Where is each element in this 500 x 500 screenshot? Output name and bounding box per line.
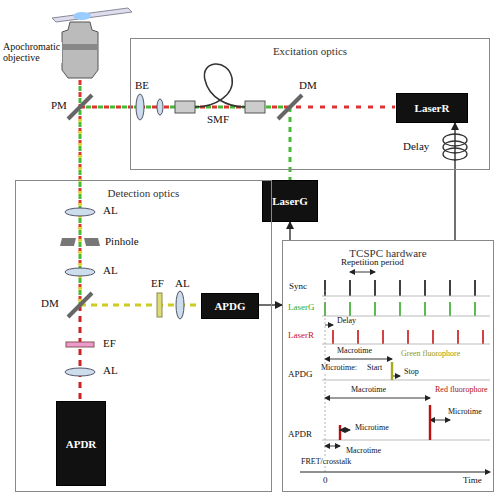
timing-label: Time	[462, 476, 483, 485]
pulse-mark	[457, 330, 459, 344]
pulse-mark	[432, 330, 434, 344]
pulse-mark	[324, 302, 326, 316]
part-label: EF	[150, 278, 165, 290]
pulse-mark	[374, 302, 376, 316]
panel-heading: Detection optics	[16, 187, 271, 199]
detection-panel: Detection opticsAPDG APDR	[15, 180, 272, 492]
signal-connector	[289, 222, 290, 240]
signal-connector	[259, 304, 282, 305]
pulse-mark	[349, 280, 351, 296]
part-label: AL	[102, 265, 119, 277]
part-label: AL	[102, 365, 119, 377]
pulse-mark	[407, 330, 409, 344]
pulse-mark	[399, 280, 401, 296]
polychroic-mirror	[68, 95, 92, 119]
pulse-mark	[382, 330, 384, 344]
timing-label: Macrotime	[336, 347, 373, 355]
box-label: APDG	[214, 300, 245, 312]
timing-label: Macrotime	[345, 447, 382, 455]
part-label: DM	[298, 80, 318, 92]
timing-label: Repetition period	[340, 258, 405, 267]
timing-label: Green fluorophore	[400, 350, 461, 358]
timing-label: APDR	[287, 430, 313, 439]
pulse-mark	[332, 330, 334, 344]
achromatic-lens	[65, 208, 184, 376]
panel-heading: Excitation optics	[131, 45, 489, 57]
pulse-mark	[482, 330, 484, 344]
pulse-mark	[474, 280, 476, 296]
timing-label: LaserR	[287, 331, 315, 340]
pulse-mark	[474, 302, 476, 316]
objective	[62, 22, 98, 78]
emission-filter	[157, 293, 162, 317]
part-label: Apochromatic objective	[2, 42, 62, 63]
timing-label: Microtime	[447, 408, 483, 416]
timing-label: Stop	[403, 368, 420, 376]
timing-label: Delay	[336, 317, 357, 325]
fiber-collimator	[245, 101, 265, 113]
part-label: AL	[102, 205, 119, 217]
part-label: DM	[40, 298, 60, 310]
part-label: SMF	[206, 114, 230, 126]
fiber-collimator	[175, 101, 195, 113]
sample-slide	[52, 8, 132, 22]
pulse-mark	[357, 330, 359, 344]
pulse-mark	[424, 280, 426, 296]
pulse-mark	[424, 302, 426, 316]
box-label: LaserR	[415, 102, 450, 114]
single-mode-fiber	[195, 64, 245, 107]
pinhole	[60, 238, 100, 246]
signal-connector	[454, 123, 455, 240]
timing-label: LaserG	[287, 303, 316, 312]
dichroic-mirror	[278, 95, 302, 119]
pulse-mark	[449, 280, 451, 296]
pulse-mark	[449, 302, 451, 316]
part-label: Pinhole	[104, 236, 140, 248]
dichroic-mirror	[68, 293, 92, 317]
timing-label: Microtime	[354, 424, 390, 432]
timing-label: Start	[366, 364, 383, 372]
timing-label: FRET/crosstalk	[300, 458, 352, 466]
part-label: AL	[174, 278, 191, 290]
part-label: PM	[50, 100, 68, 112]
excitation-panel: Excitation opticsLaserR	[130, 38, 490, 170]
tcspc-panel: TCSPC hardware	[282, 240, 494, 492]
timing-label: Macrotime	[350, 386, 387, 394]
part-label: BE	[134, 80, 150, 92]
timing-diagram	[300, 272, 490, 472]
box-label: LaserG	[272, 195, 307, 207]
laser-box: LaserR	[396, 93, 468, 123]
beam-expander-lens	[136, 94, 144, 120]
pulse-mark	[399, 302, 401, 316]
sample-drop	[73, 12, 91, 20]
part-label: EF	[102, 338, 117, 350]
timing-label: Red fluorophore	[434, 386, 489, 394]
pulse-mark	[324, 280, 326, 296]
detector-box: APDG	[201, 293, 259, 319]
part-label: Delay	[402, 141, 430, 153]
timing-label: 0	[322, 476, 329, 485]
timing-label: APDG	[287, 370, 314, 379]
emission-filter	[66, 342, 94, 347]
beam-expander-lens	[157, 99, 163, 115]
timing-label: Microtime:	[320, 364, 358, 372]
objective-ring	[62, 44, 98, 50]
laser-box: LaserG	[262, 180, 318, 222]
timing-label: Sync	[288, 282, 308, 291]
pulse-mark	[349, 302, 351, 316]
pulse-mark	[374, 280, 376, 296]
detector-box: APDR	[56, 401, 106, 486]
box-label: APDR	[66, 438, 97, 450]
